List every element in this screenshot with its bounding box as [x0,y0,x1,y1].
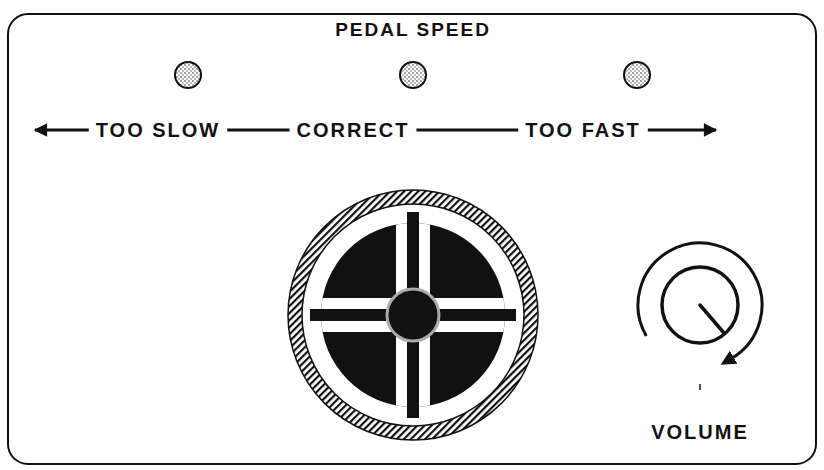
speed-label: TOO FAST [525,118,641,142]
control-label: VOLUME [651,420,749,444]
scale-line [35,129,89,132]
speed-label: CORRECT [297,118,410,142]
panel-border [8,14,816,464]
scale-line [648,129,716,132]
speaker-grille [288,190,538,440]
scale-line [227,129,289,132]
indicator-leds [175,62,650,88]
speed-label: TOO SLOW [96,118,221,142]
panel-title: PEDAL SPEED [321,19,505,42]
scale-line [416,129,518,132]
volume-knob [638,243,762,390]
